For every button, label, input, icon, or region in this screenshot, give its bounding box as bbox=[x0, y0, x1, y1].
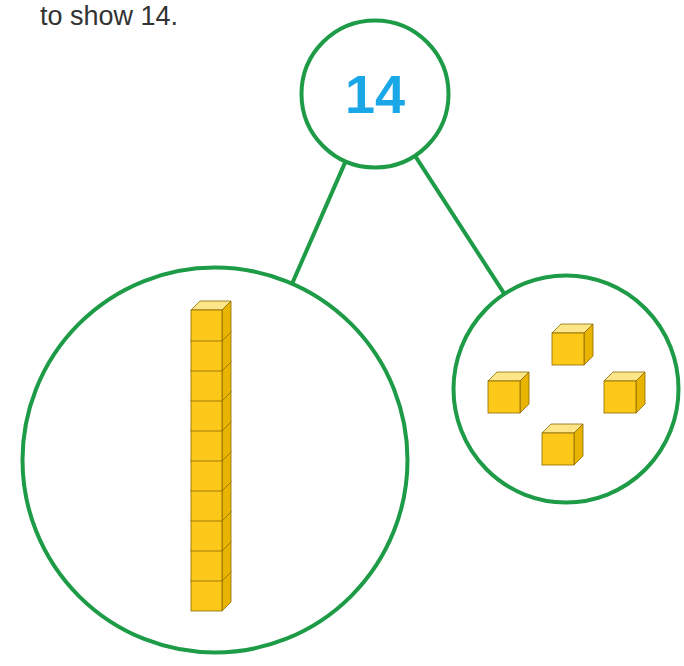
part-circle bbox=[20, 265, 410, 655]
part-circle bbox=[451, 273, 681, 505]
circle-outline bbox=[20, 265, 410, 655]
unit-cube bbox=[191, 301, 231, 341]
part-whole-line bbox=[292, 161, 345, 283]
ten-rod bbox=[191, 301, 231, 611]
unit-cube bbox=[604, 372, 645, 413]
unit-cube bbox=[552, 324, 593, 365]
whole-number: 14 bbox=[345, 67, 405, 121]
ones-cubes bbox=[488, 324, 645, 465]
part-whole-line bbox=[415, 156, 505, 295]
whole-circle: 14 bbox=[299, 18, 451, 170]
unit-cube bbox=[542, 424, 583, 465]
circle-outline bbox=[451, 273, 681, 505]
instruction-text: to show 14. bbox=[40, 2, 178, 32]
unit-cube bbox=[488, 372, 529, 413]
